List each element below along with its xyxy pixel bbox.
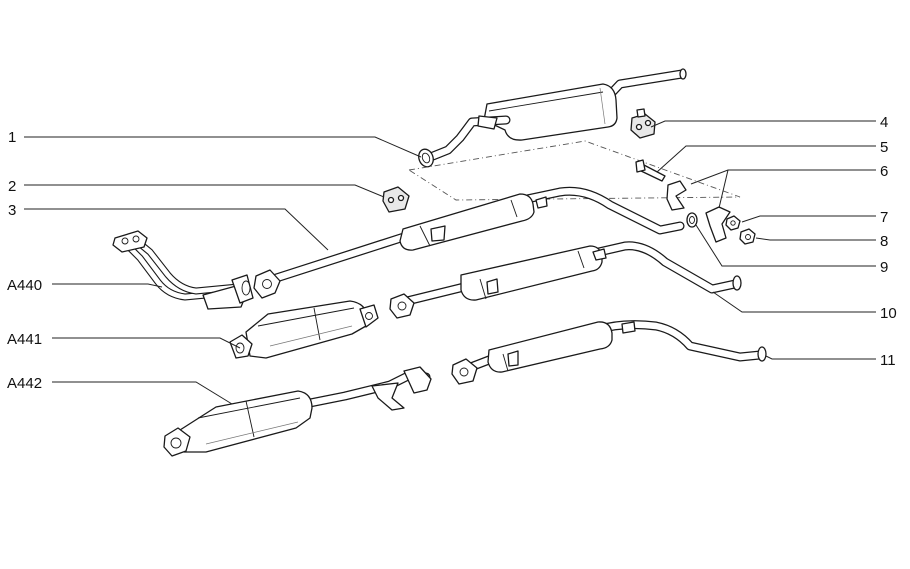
callout-6: 6 (880, 163, 888, 180)
callout-1: 1 (8, 129, 16, 146)
callout-3: 3 (8, 202, 16, 219)
rear-silencer-part-1 (408, 68, 741, 201)
intermediate-pipe-part-3 (253, 186, 685, 299)
leader-lines (24, 120, 876, 405)
callout-4: 4 (880, 114, 888, 131)
callout-9: 9 (880, 259, 888, 276)
callout-A441: A441 (7, 331, 42, 348)
gasket-ring-part-9 (686, 212, 698, 228)
callout-7: 7 (880, 209, 888, 226)
converter-pipe-part-A442 (163, 366, 432, 457)
callout-A440: A440 (7, 277, 42, 294)
rubber-mount-part-4 (630, 108, 656, 139)
clamp-part-6 (666, 180, 731, 243)
callout-labels: 1 2 3 A440 A441 A442 4 5 6 7 8 9 10 11 (7, 114, 897, 392)
callout-A442: A442 (7, 375, 42, 392)
callout-8: 8 (880, 233, 888, 250)
catalytic-converter-part-A441 (229, 300, 379, 359)
front-pipe-part-A440 (112, 230, 254, 310)
intermediate-pipe-part-10 (389, 241, 742, 319)
callout-2: 2 (8, 178, 16, 195)
rubber-mount-part-2 (382, 186, 410, 213)
callout-5: 5 (880, 139, 888, 156)
bolt-part-5 (635, 159, 666, 182)
centre-silencer-part-11 (451, 320, 767, 385)
nut-part-7 (725, 215, 741, 231)
callout-11: 11 (880, 352, 896, 369)
callout-10: 10 (880, 305, 897, 322)
nut-part-8 (739, 228, 756, 245)
